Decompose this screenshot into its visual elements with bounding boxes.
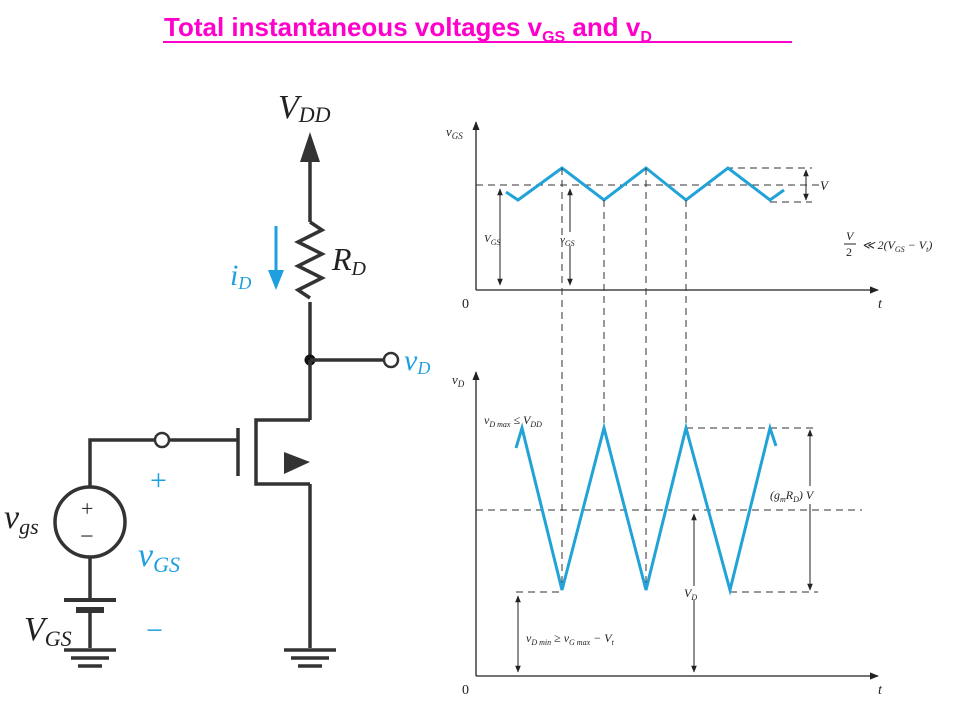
- title-and: and: [565, 12, 626, 42]
- vdmax-label: vD max ≤ VDD: [484, 413, 542, 429]
- vgs-minus-sign: −: [146, 614, 163, 647]
- gain-label: (gmRD) V: [770, 488, 815, 504]
- svg-text:V: V: [846, 229, 855, 243]
- bottom-y-axis-label: vD: [452, 372, 465, 389]
- top-origin-label: 0: [462, 297, 469, 312]
- vgs-small-label: vgs: [4, 499, 39, 539]
- vdmin-label: vD min ≥ vG max − Vt: [526, 631, 615, 647]
- vdd-arrow-icon: [300, 132, 320, 162]
- top-y-axis-label: vGS: [446, 124, 463, 141]
- ground-left-icon: [64, 648, 116, 668]
- bottom-origin-label: 0: [462, 683, 469, 698]
- gate-terminal: [153, 431, 171, 449]
- title-text: Total instantaneous voltages: [164, 12, 528, 42]
- output-terminal: [382, 351, 400, 369]
- resistor-rd-icon: [294, 220, 326, 300]
- vd-triangle-wave: [514, 422, 778, 596]
- ground-right-icon: [284, 648, 336, 668]
- time-alignment-guides: [561, 168, 687, 590]
- svg-text:2: 2: [846, 245, 852, 259]
- title-v2: v: [626, 12, 641, 42]
- bottom-x-axis-label: t: [878, 683, 883, 698]
- vgs-source-plus: +: [81, 496, 93, 521]
- id-arrow-icon: [268, 270, 284, 290]
- vgs-source-minus: −: [80, 524, 94, 550]
- vgs-triangle-wave: [505, 166, 785, 202]
- mosfet-source-arrow-icon: [284, 452, 310, 474]
- mosfet-channel: [254, 418, 310, 486]
- vgs-total-label: vGS: [138, 537, 180, 577]
- svg-text:≪ 2(VGS − Vt): ≪ 2(VGS − Vt): [862, 238, 932, 254]
- bottom-dc-level-label: VD: [684, 586, 697, 602]
- vdd-label: VDD: [278, 89, 331, 127]
- circuit-schematic: VDD RD iD vD + −: [4, 89, 430, 668]
- small-signal-condition: V 2 ≪ 2(VGS − Vt): [844, 229, 932, 259]
- rd-label: RD: [331, 241, 367, 280]
- top-x-axis-label: t: [878, 297, 883, 312]
- title-sub1: GS: [542, 29, 565, 46]
- page-title: Total instantaneous voltages vGS and vD: [163, 12, 792, 46]
- vd-waveform-graph: vD t 0 vD max ≤ VDD (gmRD) V VD vD min ≥…: [452, 371, 883, 698]
- vgs-dc-label: VGS: [24, 611, 72, 651]
- vd-output-label: vD: [404, 344, 430, 378]
- title-v1: v: [528, 12, 543, 42]
- top-dc-level-label: VGS: [484, 233, 501, 247]
- vgs-plus-sign: +: [150, 464, 167, 497]
- vgs-waveform-graph: vGS t 0 VGS vGS V V 2 ≪ 2(VGS − Vt): [446, 121, 932, 312]
- top-amplitude-label: V: [820, 178, 830, 193]
- id-label: iD: [230, 259, 251, 293]
- svg-text:Total instantaneous voltages v: Total instantaneous voltages vGS and vD: [164, 12, 652, 46]
- title-sub2: D: [640, 29, 652, 46]
